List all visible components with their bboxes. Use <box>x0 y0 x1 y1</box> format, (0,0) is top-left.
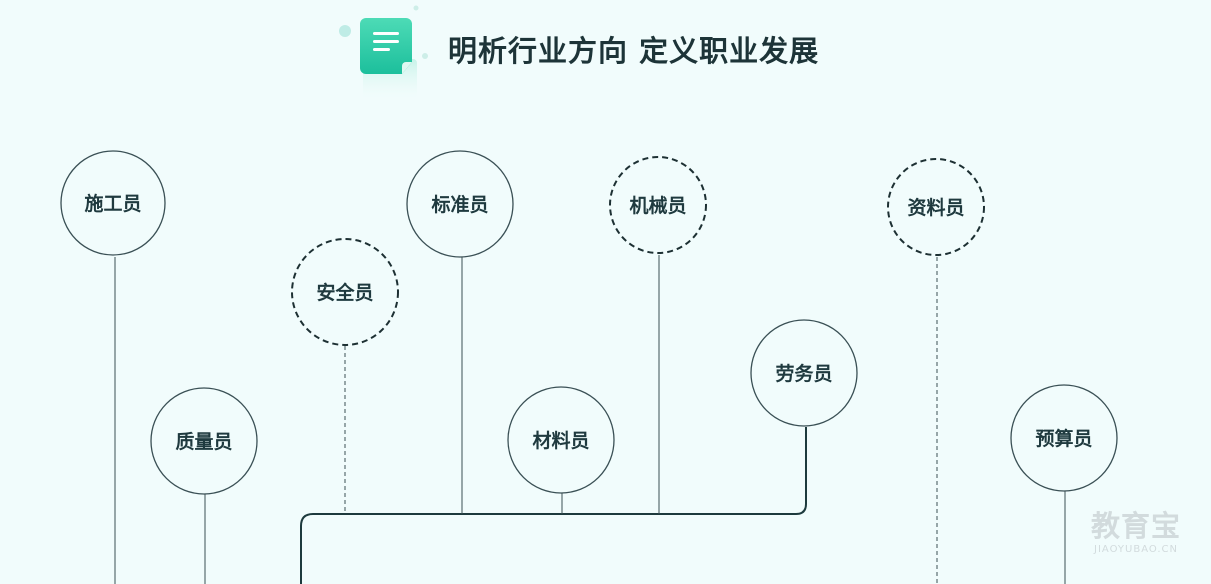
node-jixieyuan: 机械员 <box>609 156 707 254</box>
page-title: 明析行业方向 定义职业发展 <box>448 34 820 68</box>
node-yusuanyuan: 预算员 <box>1010 384 1118 492</box>
node-ziliaoyuan: 资料员 <box>887 158 985 256</box>
document-icon <box>339 5 428 99</box>
node-shigongyuan: 施工员 <box>60 150 166 256</box>
watermark-logo: 教育宝 JIAOYUBAO.CN <box>1081 509 1191 569</box>
header: 明析行业方向 定义职业发展 <box>0 0 1211 110</box>
node-cailiaoyuan: 材料员 <box>507 386 615 494</box>
node-label: 安全员 <box>316 281 373 304</box>
node-label: 预算员 <box>1035 427 1092 450</box>
node-label: 资料员 <box>907 196 964 219</box>
node-anquanyuan: 安全员 <box>291 238 399 346</box>
node-biaozhunyuan: 标准员 <box>406 150 514 258</box>
node-label: 施工员 <box>84 192 141 215</box>
node-zhiliangyuan: 质量员 <box>150 387 258 495</box>
trunk-connector <box>300 427 807 584</box>
node-label: 质量员 <box>175 431 232 453</box>
watermark-main: 教育宝 <box>1090 509 1181 543</box>
node-label: 材料员 <box>532 429 589 452</box>
watermark-sub: JIAOYUBAO.CN <box>1094 544 1178 555</box>
node-label: 标准员 <box>431 194 488 216</box>
node-label: 机械员 <box>629 194 686 217</box>
node-label: 劳务员 <box>775 362 832 385</box>
node-laowuyuan: 劳务员 <box>750 319 858 427</box>
